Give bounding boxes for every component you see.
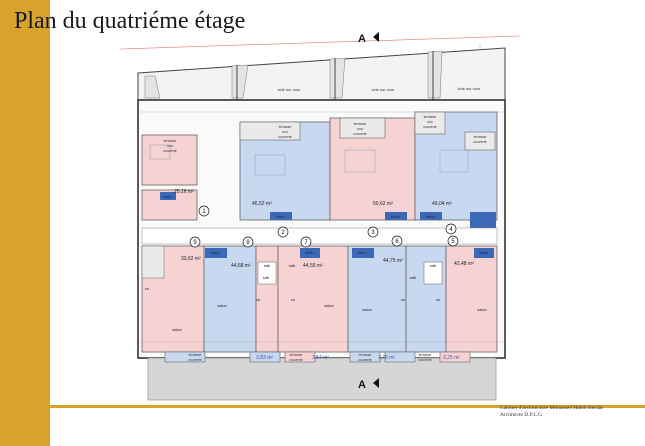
svg-text:terrasse: terrasse <box>474 135 487 139</box>
footer-rule <box>50 405 645 408</box>
svg-text:6: 6 <box>395 239 399 245</box>
svg-text:kitch.: kitch. <box>276 214 285 219</box>
bottom-terraces <box>164 351 471 363</box>
void-label: vide sur cour <box>372 87 396 92</box>
svg-text:50,62 m²: 50,62 m² <box>373 201 393 207</box>
dimension-lines <box>140 111 505 343</box>
svg-text:44,75 m²: 44,75 m² <box>383 258 403 264</box>
svg-text:1: 1 <box>202 209 206 215</box>
svg-text:ch: ch <box>291 297 295 302</box>
void-label: vide sur cour <box>458 86 482 91</box>
void-label: vide sur cour <box>278 87 302 92</box>
svg-text:3,25 m²: 3,25 m² <box>443 355 460 361</box>
svg-text:5: 5 <box>451 239 455 245</box>
svg-text:salon: salon <box>477 307 487 312</box>
svg-text:kitch.: kitch. <box>358 250 367 255</box>
svg-text:44,55 m²: 44,55 m² <box>303 263 323 269</box>
svg-text:couverte: couverte <box>353 132 366 136</box>
left-accent-bar <box>0 0 50 446</box>
svg-text:42,48 m²: 42,48 m² <box>454 261 474 267</box>
svg-text:3,83 m²: 3,83 m² <box>256 355 273 361</box>
svg-text:salon: salon <box>324 303 334 308</box>
svg-text:terrasse: terrasse <box>279 125 292 129</box>
corridor <box>141 227 498 245</box>
svg-text:terrasse: terrasse <box>424 115 437 119</box>
svg-text:3,54 m²: 3,54 m² <box>312 355 329 361</box>
room-labels: kitch. kitch. kitch. kitch. kitch. kitch… <box>145 194 489 332</box>
svg-text:terrasse: terrasse <box>419 353 432 357</box>
void-courtyard-zone: vide sur cour vide sur cour vide sur cou… <box>137 47 506 101</box>
svg-text:couverte: couverte <box>188 358 201 362</box>
terrace-labels: terrasse non couverte terrasse non couve… <box>163 115 486 362</box>
svg-text:salon: salon <box>362 307 372 312</box>
apartment-areas: 25,16 m² 46,52 m² 50,62 m² 49,04 m² 42,4… <box>174 189 474 269</box>
page-title: Plan du quatriéme étage <box>14 8 246 34</box>
lower-apartments <box>141 245 498 353</box>
svg-text:44,68 m²: 44,68 m² <box>231 263 251 269</box>
svg-text:kitch.: kitch. <box>391 214 400 219</box>
svg-text:non: non <box>282 130 288 134</box>
svg-text:couverte: couverte <box>278 135 291 139</box>
svg-text:couverte: couverte <box>289 358 302 362</box>
svg-text:sdb: sdb <box>289 263 296 268</box>
svg-text:salon: salon <box>217 303 227 308</box>
credit-line: Cabinet d'architecture Mohamed Habib Ber… <box>500 405 603 411</box>
svg-text:3: 3 <box>371 230 375 236</box>
svg-text:4: 4 <box>449 227 453 233</box>
svg-text:terrasse: terrasse <box>189 353 202 357</box>
svg-text:couverte: couverte <box>358 358 371 362</box>
svg-text:33,62 m²: 33,62 m² <box>181 256 201 262</box>
svg-text:7: 7 <box>304 240 308 246</box>
svg-text:couverte: couverte <box>418 358 431 362</box>
svg-text:sdb: sdb <box>263 275 270 280</box>
svg-text:kitch.: kitch. <box>163 194 172 199</box>
svg-text:sdb: sdb <box>410 275 417 280</box>
svg-text:terrasse: terrasse <box>359 353 372 357</box>
svg-text:non: non <box>167 144 173 148</box>
credit-line: Architecte D.P.L.G <box>500 412 543 418</box>
svg-text:salon: salon <box>172 327 182 332</box>
svg-text:A: A <box>358 379 366 391</box>
svg-text:couverte: couverte <box>423 125 436 129</box>
svg-text:46,52 m²: 46,52 m² <box>252 201 272 207</box>
svg-text:sdb: sdb <box>264 263 271 268</box>
section-marker-bottom: A <box>358 378 379 391</box>
svg-text:non: non <box>427 120 433 124</box>
svg-text:9: 9 <box>193 240 197 246</box>
svg-text:ch: ch <box>436 297 440 302</box>
svg-text:kitch.: kitch. <box>479 250 488 255</box>
svg-text:49,04 m²: 49,04 m² <box>432 201 452 207</box>
svg-text:ch: ch <box>145 286 149 291</box>
svg-text:terrasse: terrasse <box>354 122 367 126</box>
svg-text:terrasse: terrasse <box>164 139 177 143</box>
upper-apartments <box>141 111 498 232</box>
svg-text:couverte: couverte <box>473 140 486 144</box>
svg-text:kitch.: kitch. <box>211 250 220 255</box>
architect-credit: Cabinet d'architecture Mohamed Habib Ber… <box>500 405 640 419</box>
apartment-numbers: 1 2 3 4 5 6 7 8 9 <box>189 205 459 248</box>
svg-text:ch: ch <box>256 297 260 302</box>
svg-text:couverte: couverte <box>163 149 176 153</box>
svg-text:non: non <box>357 127 363 131</box>
svg-text:kitch.: kitch. <box>426 214 435 219</box>
svg-text:2: 2 <box>281 230 285 236</box>
street-zone <box>147 357 497 401</box>
svg-text:3,78 m²: 3,78 m² <box>378 355 395 361</box>
section-marker-top: A <box>358 32 379 45</box>
svg-text:25,16 m²: 25,16 m² <box>174 189 194 195</box>
svg-text:sdb: sdb <box>430 263 437 268</box>
terrace-areas: 3,83 m² 3,54 m² 3,78 m² 3,25 m² <box>256 355 460 361</box>
svg-text:ch: ch <box>401 297 405 302</box>
svg-text:kitch.: kitch. <box>305 250 314 255</box>
svg-text:terrasse: terrasse <box>290 353 303 357</box>
svg-text:A: A <box>358 33 366 45</box>
svg-text:8: 8 <box>246 240 250 246</box>
furniture-hints <box>149 144 469 176</box>
